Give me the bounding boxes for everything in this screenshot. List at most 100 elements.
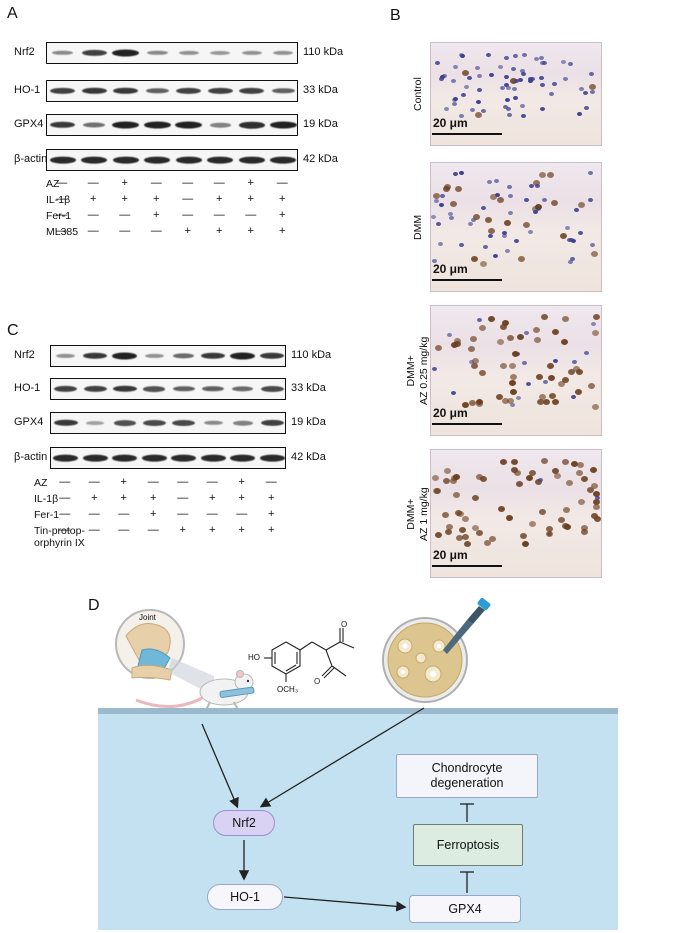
- treatment-sign: +: [184, 225, 191, 237]
- cell-nucleus: [580, 529, 588, 536]
- scale-bar-label: 20 μm: [433, 548, 468, 562]
- cell-nucleus: [439, 74, 445, 79]
- cell-nucleus: [461, 534, 469, 541]
- cell-nucleus: [535, 206, 541, 211]
- cell-nucleus: [592, 403, 600, 410]
- cell-nucleus: [434, 531, 442, 538]
- panel-letter-c: C: [7, 322, 19, 339]
- cell-nucleus: [535, 184, 541, 189]
- cell-nucleus: [590, 512, 598, 519]
- treatment-sign: —: [265, 476, 277, 488]
- blot-band: [200, 454, 226, 462]
- treatment-sign: —: [56, 225, 68, 237]
- cell-nucleus: [511, 86, 517, 91]
- cell-nucleus: [561, 316, 569, 323]
- cell-nucleus: [591, 330, 599, 337]
- cell-nucleus: [520, 114, 526, 119]
- treatment-sign: —: [118, 524, 130, 536]
- cell-nucleus: [587, 382, 595, 389]
- cell-nucleus: [522, 222, 530, 229]
- cell-nucleus: [474, 66, 480, 71]
- cell-nucleus: [533, 56, 539, 61]
- cell-nucleus: [552, 398, 560, 405]
- protein-label: Nrf2: [14, 349, 35, 361]
- blot-band: [50, 87, 76, 95]
- treatment-sign: —: [87, 225, 99, 237]
- cell-nucleus: [446, 333, 452, 338]
- cell-nucleus: [567, 259, 573, 264]
- cell-nucleus: [568, 368, 576, 375]
- cell-nucleus: [569, 256, 575, 261]
- cell-nucleus: [517, 334, 525, 341]
- cell-nucleus: [503, 55, 509, 60]
- cell-nucleus: [551, 82, 557, 87]
- cell-nucleus: [485, 52, 491, 57]
- blot-band: [202, 386, 224, 392]
- cell-nucleus: [546, 530, 554, 537]
- scale-bar: [432, 565, 502, 567]
- cell-nucleus: [468, 221, 474, 226]
- cell-nucleus: [443, 467, 451, 474]
- blot-band: [112, 156, 139, 164]
- cell-nucleus: [577, 462, 585, 469]
- blot-band: [53, 419, 78, 427]
- blot-band: [260, 386, 284, 392]
- treatment-sign: —: [87, 177, 99, 189]
- cell-nucleus: [510, 67, 516, 72]
- cell-nucleus: [501, 397, 509, 404]
- blot-strip: [46, 42, 298, 64]
- treatment-sign: —: [119, 209, 131, 221]
- blot-band: [239, 87, 265, 95]
- treatment-sign: +: [238, 524, 245, 536]
- cell-nucleus: [521, 72, 527, 77]
- blot-band: [271, 88, 295, 94]
- blot-band: [273, 50, 294, 56]
- blot-band: [56, 353, 76, 359]
- treatment-sign: —: [182, 177, 194, 189]
- cell-nucleus: [451, 101, 457, 106]
- cell-nucleus: [560, 339, 568, 346]
- cell-nucleus: [438, 241, 444, 246]
- cell-nucleus: [500, 459, 508, 466]
- cell-nucleus: [509, 379, 517, 386]
- cell-nucleus: [577, 202, 585, 208]
- cell-nucleus: [525, 382, 531, 387]
- molecular-weight-label: 42 kDa: [303, 153, 338, 165]
- cell-nucleus: [539, 60, 545, 65]
- treatment-sign: +: [279, 209, 286, 221]
- treatment-sign: —: [182, 193, 194, 205]
- cell-nucleus: [500, 324, 508, 331]
- molecular-weight-label: 33 kDa: [303, 84, 338, 96]
- cell-nucleus: [452, 474, 460, 481]
- cell-nucleus: [565, 226, 571, 231]
- histology-image: [430, 305, 602, 436]
- cell-nucleus: [583, 106, 589, 111]
- cell-nucleus: [572, 359, 578, 364]
- cell-nucleus: [547, 172, 555, 179]
- cell-nucleus: [475, 401, 483, 408]
- treatment-sign: +: [90, 193, 97, 205]
- cell-nucleus: [464, 541, 472, 548]
- cell-nucleus: [497, 65, 503, 70]
- cell-nucleus: [506, 86, 512, 91]
- cell-nucleus: [533, 179, 541, 186]
- cell-nucleus: [510, 467, 518, 474]
- cell-nucleus: [471, 357, 479, 364]
- treatment-label: IL-1β: [46, 194, 71, 206]
- cell-nucleus: [453, 65, 459, 70]
- cell-nucleus: [539, 393, 547, 400]
- cell-region: [98, 708, 618, 930]
- molecular-weight-label: 110 kDa: [291, 349, 332, 361]
- protein-label: HO-1: [14, 382, 41, 394]
- cell-nucleus: [551, 467, 559, 474]
- cell-nucleus: [546, 526, 554, 533]
- cell-nucleus: [522, 541, 530, 548]
- azelaic-compound-structure: O O: [264, 620, 355, 686]
- cell-nucleus: [450, 390, 456, 395]
- cell-nucleus: [592, 314, 600, 321]
- cell-nucleus: [527, 79, 533, 84]
- treatment-sign: +: [247, 225, 254, 237]
- ho1-node-label: HO-1: [230, 890, 260, 904]
- scale-bar-label: 20 μm: [433, 406, 468, 420]
- cell-nucleus: [488, 315, 496, 322]
